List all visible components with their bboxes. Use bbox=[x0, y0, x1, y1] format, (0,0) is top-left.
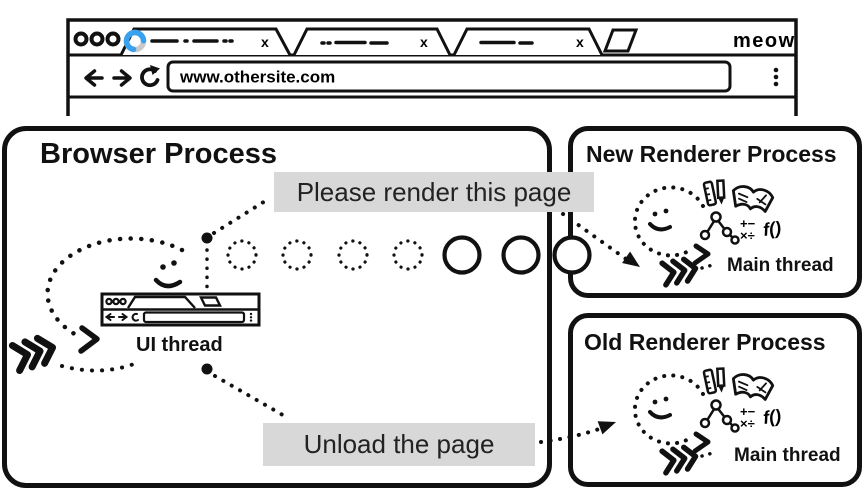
main-thread-label-new: Main thread bbox=[727, 255, 834, 276]
tab-3[interactable]: x bbox=[452, 27, 604, 56]
mini-browser-icon bbox=[100, 292, 261, 327]
new-tab-button[interactable] bbox=[602, 28, 639, 53]
spinner-icon bbox=[123, 29, 147, 53]
old-renderer-process-title: Old Renderer Process bbox=[584, 329, 826, 355]
window-button-icon[interactable] bbox=[89, 31, 105, 47]
browser-process-title: Browser Process bbox=[40, 138, 277, 170]
render-message-label: Please render this page bbox=[274, 172, 594, 212]
main-thread-label-old: Main thread bbox=[734, 445, 841, 466]
unload-message-label: Unload the page bbox=[263, 423, 535, 466]
tab-close-icon[interactable]: x bbox=[420, 34, 428, 50]
tab-close-icon[interactable]: x bbox=[576, 34, 584, 50]
tab-title-scribble bbox=[479, 40, 534, 45]
url-bar[interactable] bbox=[166, 60, 732, 93]
browser-window-illustration: x x x meow www.othersite.com bbox=[66, 18, 798, 116]
reload-button[interactable] bbox=[140, 65, 160, 88]
tab-close-icon[interactable]: x bbox=[261, 34, 269, 50]
window-button-icon[interactable] bbox=[105, 31, 121, 47]
back-button[interactable] bbox=[84, 69, 104, 87]
tab-title-scribble bbox=[320, 40, 389, 45]
tab-1[interactable]: x bbox=[119, 27, 292, 56]
window-buttons[interactable] bbox=[73, 31, 121, 47]
url-text: www.othersite.com bbox=[179, 68, 335, 87]
window-button-icon[interactable] bbox=[73, 31, 89, 47]
forward-button[interactable] bbox=[112, 69, 132, 87]
ui-thread-label: UI thread bbox=[136, 334, 223, 356]
menu-icon[interactable] bbox=[773, 67, 779, 87]
tab-2[interactable]: x bbox=[292, 27, 452, 56]
brand-label: meow bbox=[733, 30, 796, 52]
new-renderer-process-title: New Renderer Process bbox=[586, 141, 837, 167]
